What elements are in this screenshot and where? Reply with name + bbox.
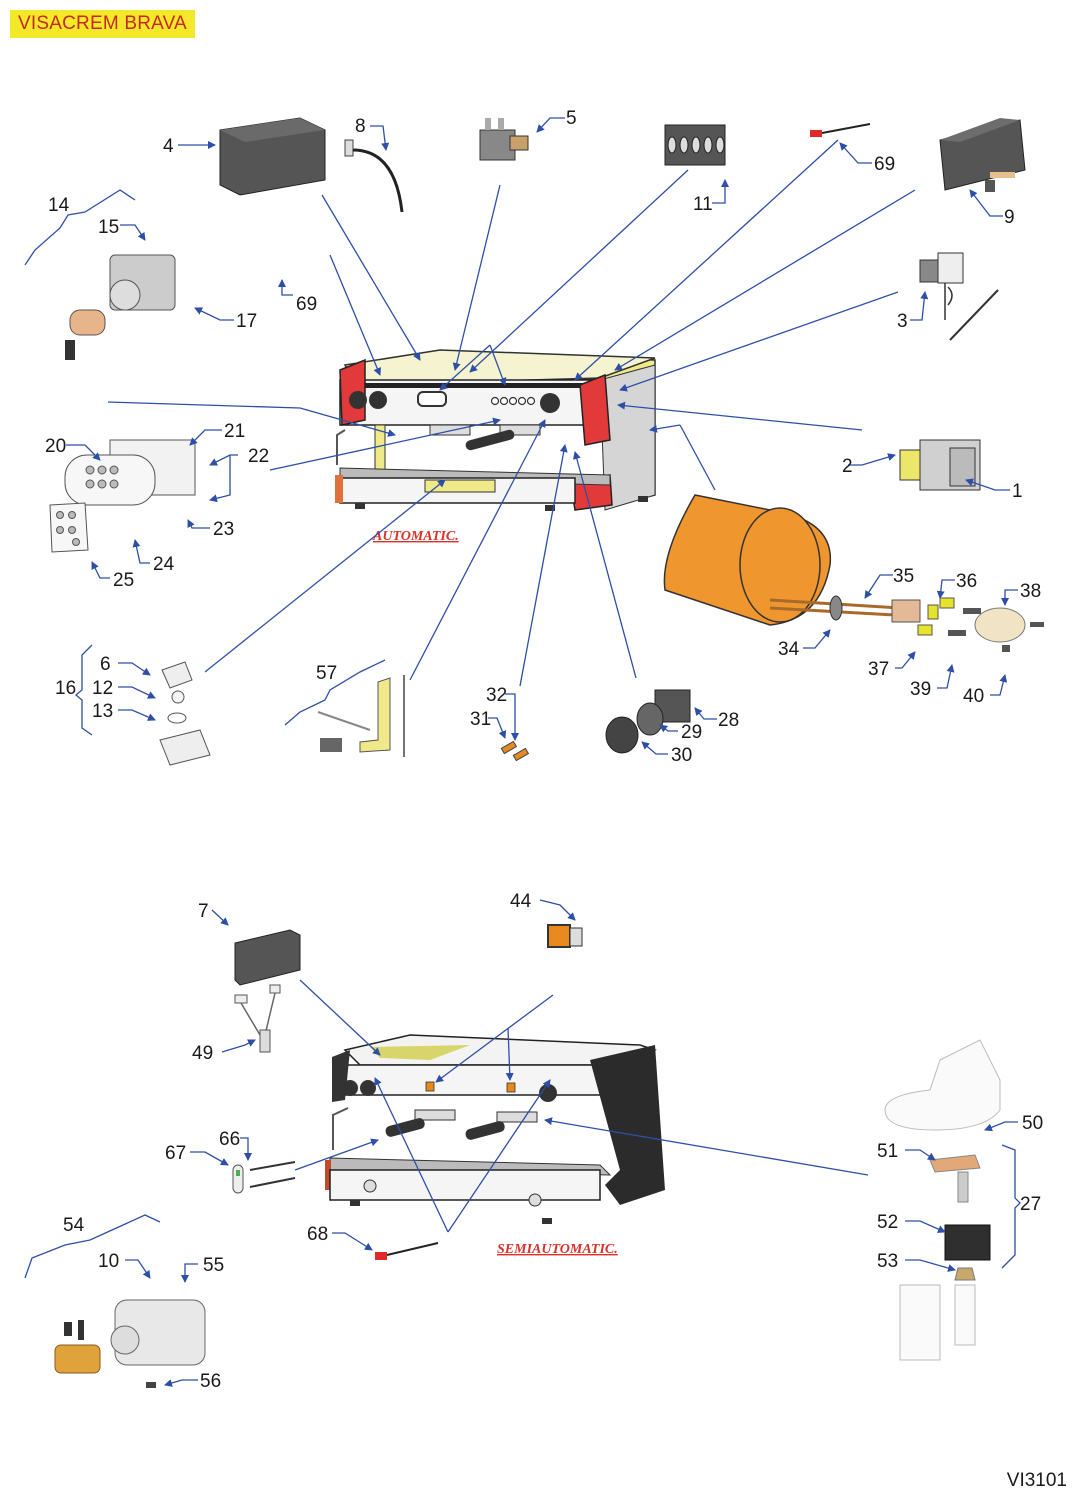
part-label-8: 8 xyxy=(355,116,366,137)
part-label-35: 35 xyxy=(893,566,914,587)
part-label-67: 67 xyxy=(165,1143,186,1164)
part-label-38: 38 xyxy=(1020,581,1041,602)
automatic-machine[interactable] xyxy=(335,349,656,511)
part-label-44: 44 xyxy=(510,891,532,912)
part-label-5: 5 xyxy=(566,108,577,129)
part-label-34: 34 xyxy=(778,639,800,660)
part-label-10: 10 xyxy=(98,1251,119,1272)
part-label-57: 57 xyxy=(316,663,337,684)
part-label-4: 4 xyxy=(163,136,174,157)
part-label-1: 1 xyxy=(1012,481,1023,502)
part-label-7: 7 xyxy=(198,901,209,922)
solenoid-valve-icon[interactable] xyxy=(884,1039,1001,1361)
pilot-lamp-icon[interactable] xyxy=(810,123,871,137)
pressure-switch-icon[interactable] xyxy=(939,118,1026,192)
part-label-9: 9 xyxy=(1004,207,1015,228)
part-label-14: 14 xyxy=(48,195,70,216)
part-label-50: 50 xyxy=(1022,1113,1043,1134)
terminal-block-icon[interactable] xyxy=(664,124,726,166)
part-label-56: 56 xyxy=(200,1371,221,1392)
diagram-title: VISACREM BRAVA xyxy=(10,10,195,38)
part-label-20: 20 xyxy=(45,436,66,457)
boiler-icon[interactable] xyxy=(663,494,832,626)
part-label-2: 2 xyxy=(842,456,853,477)
part-label-32: 32 xyxy=(486,685,507,706)
part-label-12: 12 xyxy=(92,678,113,699)
rocker-switch-icon[interactable] xyxy=(547,924,583,948)
control-box-icon[interactable] xyxy=(219,117,326,196)
contactor-icon[interactable] xyxy=(899,439,981,491)
part-label-69-left: 69 xyxy=(296,294,317,315)
part-label-15: 15 xyxy=(98,217,119,238)
part-label-17: 17 xyxy=(236,311,257,332)
flowmeter-icon[interactable] xyxy=(159,661,211,766)
part-label-54: 54 xyxy=(63,1215,85,1236)
document-code: VI3101 xyxy=(1006,1470,1067,1491)
pump-motor-semi-icon[interactable] xyxy=(54,1299,206,1388)
level-glass-icon[interactable] xyxy=(232,1161,296,1194)
part-label-40: 40 xyxy=(963,686,984,707)
pump-motor-icon[interactable] xyxy=(65,254,176,360)
control-box-semi-icon[interactable] xyxy=(234,929,301,986)
warning-lights-icon[interactable] xyxy=(500,740,530,762)
leader-lines xyxy=(24,117,1021,1387)
part-label-68: 68 xyxy=(307,1224,328,1245)
part-label-69-top: 69 xyxy=(874,154,895,175)
heating-element-icon[interactable] xyxy=(769,595,1044,652)
cable-icon[interactable] xyxy=(344,139,404,213)
part-label-36: 36 xyxy=(956,571,977,592)
part-label-27: 27 xyxy=(1020,1194,1041,1215)
relay-icon[interactable] xyxy=(479,118,529,161)
part-label-39: 39 xyxy=(910,679,931,700)
part-label-11: 11 xyxy=(693,194,713,215)
part-label-22: 22 xyxy=(248,446,269,467)
part-label-28: 28 xyxy=(718,710,739,731)
part-label-30: 30 xyxy=(671,745,692,766)
part-label-49: 49 xyxy=(192,1043,213,1064)
part-label-23: 23 xyxy=(213,519,234,540)
part-label-66: 66 xyxy=(219,1129,240,1150)
part-label-29: 29 xyxy=(681,722,702,743)
level-probe-bracket-icon[interactable] xyxy=(317,675,405,757)
part-label-53: 53 xyxy=(877,1251,898,1272)
part-label-31: 31 xyxy=(470,709,491,730)
part-label-21: 21 xyxy=(224,421,245,442)
part-label-3: 3 xyxy=(897,311,908,332)
part-label-16: 16 xyxy=(55,678,76,699)
part-label-52: 52 xyxy=(877,1212,898,1233)
variant-label-semiautomatic: SEMIAUTOMATIC. xyxy=(497,1242,618,1257)
variant-label-automatic: AUTOMATIC. xyxy=(372,529,459,544)
part-label-51: 51 xyxy=(877,1141,898,1162)
thermostat-icon[interactable] xyxy=(919,252,999,341)
semiautomatic-machine[interactable] xyxy=(325,1034,665,1224)
part-label-13: 13 xyxy=(92,701,113,722)
keypad-icon[interactable] xyxy=(49,439,196,553)
switch-knob-icon[interactable] xyxy=(605,689,691,754)
part-labels: 4 8 5 11 69 9 3 2 1 14 15 17 69 20 21 22… xyxy=(45,108,1043,1392)
wiring-harness-icon[interactable] xyxy=(234,984,281,1053)
part-label-37: 37 xyxy=(868,659,889,680)
part-label-24: 24 xyxy=(153,554,175,575)
pilot-light-icon[interactable] xyxy=(375,1242,439,1260)
part-label-6: 6 xyxy=(100,654,111,675)
part-label-25: 25 xyxy=(113,570,134,591)
part-label-55: 55 xyxy=(203,1255,224,1276)
